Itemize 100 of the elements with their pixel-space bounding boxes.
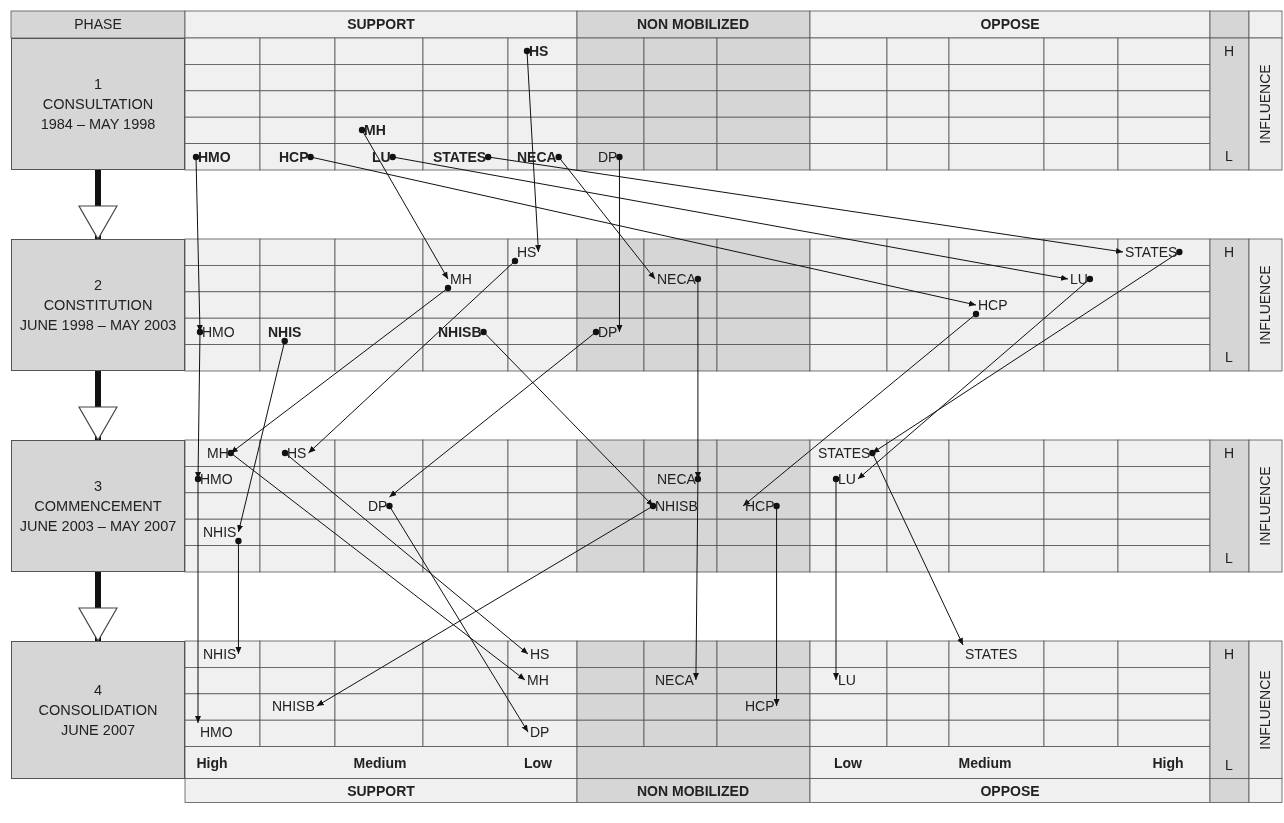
arrow bbox=[386, 502, 529, 733]
phase-number: 2 bbox=[93, 276, 103, 295]
scale-label: H bbox=[1223, 445, 1235, 461]
phase-title: CONSOLIDATION bbox=[38, 700, 158, 720]
arrow bbox=[194, 475, 202, 724]
stakeholder-label: HCP bbox=[743, 497, 777, 515]
axis-label: INFLUENCE bbox=[1257, 670, 1273, 750]
phase-box bbox=[11, 440, 185, 572]
scale-label: H bbox=[1223, 43, 1235, 59]
phase-box bbox=[11, 239, 185, 371]
arrow bbox=[857, 275, 1094, 480]
arrow bbox=[237, 337, 288, 533]
arrow bbox=[693, 475, 702, 681]
scale-label: H bbox=[1223, 646, 1235, 662]
stakeholder-label: NHIS bbox=[201, 645, 239, 663]
axis-label: INFLUENCE bbox=[1257, 265, 1273, 345]
stakeholder-label: NHISB bbox=[436, 323, 484, 341]
arrow bbox=[389, 153, 1069, 281]
stakeholder-label: HMO bbox=[196, 148, 233, 166]
arrow bbox=[484, 153, 1124, 254]
stakeholder-label: MH bbox=[205, 444, 231, 462]
phase-number: 4 bbox=[93, 680, 103, 700]
scale-label: L bbox=[1225, 550, 1233, 566]
stakeholder-label: HCP bbox=[277, 148, 311, 166]
scale-label: Medium bbox=[353, 754, 407, 771]
arrow bbox=[230, 284, 452, 454]
phase-box bbox=[11, 38, 185, 170]
phase-number: 3 bbox=[93, 477, 103, 496]
column-header: OPPOSE bbox=[980, 16, 1040, 32]
column-header: PHASE bbox=[74, 16, 122, 32]
stakeholder-label: NHIS bbox=[266, 323, 304, 341]
scale-label: Low bbox=[524, 754, 552, 771]
stakeholder-label: NECA bbox=[653, 671, 696, 689]
column-header: OPPOSE bbox=[980, 782, 1040, 799]
block-arrow bbox=[78, 371, 118, 441]
stakeholder-label: HMO bbox=[198, 723, 235, 741]
arrow bbox=[307, 153, 977, 307]
scale-label: H bbox=[1223, 244, 1235, 260]
column-header: NON MOBILIZED bbox=[637, 16, 749, 32]
arrow bbox=[869, 449, 964, 646]
arrow bbox=[235, 537, 242, 655]
arrow bbox=[773, 502, 780, 707]
phase-box bbox=[11, 641, 185, 779]
phase-title: CONSTITUTION bbox=[43, 296, 153, 315]
axis-label: INFLUENCE bbox=[1257, 466, 1273, 546]
block-arrow bbox=[78, 572, 118, 642]
stakeholder-label: STATES bbox=[1123, 243, 1180, 261]
stakeholder-label: STATES bbox=[963, 645, 1020, 663]
scale-label: L bbox=[1225, 756, 1233, 773]
scale-label: L bbox=[1225, 148, 1233, 164]
stakeholder-label: STATES bbox=[431, 148, 489, 166]
arrow bbox=[832, 475, 840, 681]
stakeholder-label: LU bbox=[836, 671, 858, 689]
arrow bbox=[480, 328, 654, 507]
arrow bbox=[388, 328, 600, 498]
column-header: SUPPORT bbox=[347, 782, 415, 799]
stakeholder-label: NHISB bbox=[653, 497, 700, 515]
stakeholder-label: DP bbox=[596, 323, 620, 341]
stakeholder-label: NHIS bbox=[201, 523, 239, 541]
phase-title: JUNE 2003 – MAY 2007 bbox=[19, 517, 177, 536]
column-header: NON MOBILIZED bbox=[637, 782, 749, 799]
scale-label: Medium bbox=[958, 754, 1012, 771]
phase-number: 1 bbox=[93, 75, 103, 94]
scale-label: High bbox=[196, 754, 228, 771]
arrow bbox=[281, 449, 529, 655]
stakeholder-label: LU bbox=[1068, 270, 1090, 288]
arrow bbox=[555, 153, 656, 280]
block-arrow bbox=[78, 170, 118, 240]
column-header: SUPPORT bbox=[347, 16, 415, 32]
stakeholder-label: HCP bbox=[743, 697, 777, 715]
phase-title: JUNE 2007 bbox=[60, 720, 136, 740]
phase-title: COMMENCEMENT bbox=[34, 497, 162, 516]
arrow bbox=[227, 449, 526, 681]
phase-title: 1984 – MAY 1998 bbox=[40, 115, 156, 134]
stakeholder-label: DP bbox=[528, 723, 552, 741]
arrow bbox=[523, 47, 542, 253]
stakeholder-label: HS bbox=[285, 444, 309, 462]
scale-label: Low bbox=[834, 754, 862, 771]
stakeholder-label: MH bbox=[362, 121, 388, 139]
stakeholder-label: MH bbox=[525, 671, 551, 689]
stakeholder-label: LU bbox=[836, 470, 858, 488]
stakeholder-label: NHISB bbox=[270, 697, 317, 715]
phase-title: CONSULTATION bbox=[42, 95, 154, 114]
stakeholder-label: DP bbox=[366, 497, 390, 515]
stakeholder-label: HS bbox=[528, 645, 552, 663]
stakeholder-label: DP bbox=[596, 148, 620, 166]
stakeholder-label: NECA bbox=[655, 470, 698, 488]
scale-label: High bbox=[1152, 754, 1184, 771]
arrow bbox=[742, 310, 980, 507]
stakeholder-label: HCP bbox=[976, 296, 1010, 314]
stakeholder-label: NECA bbox=[655, 270, 698, 288]
arrow bbox=[616, 153, 623, 333]
stakeholder-label: MH bbox=[448, 270, 474, 288]
stakeholder-label: HS bbox=[515, 243, 539, 261]
scale-label: L bbox=[1225, 349, 1233, 365]
stakeholder-label: STATES bbox=[816, 444, 873, 462]
arrow bbox=[307, 257, 519, 454]
axis-label: INFLUENCE bbox=[1257, 64, 1273, 144]
phase-title: JUNE 1998 – MAY 2003 bbox=[19, 316, 177, 335]
stakeholder-label: HS bbox=[527, 42, 551, 60]
